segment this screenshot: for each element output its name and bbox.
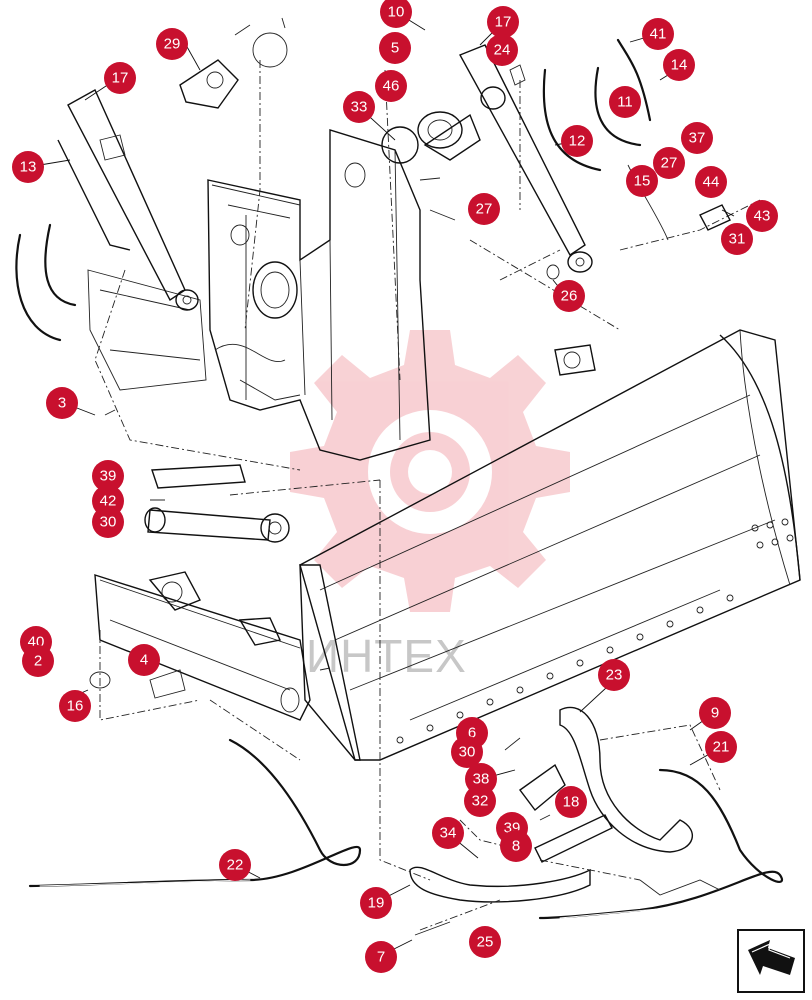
callout-7[interactable]: 7 (365, 941, 397, 973)
assembly-lines (94, 60, 761, 931)
callout-label: 38 (473, 771, 490, 788)
blade-holes (396, 518, 794, 744)
callout-label: 30 (100, 514, 117, 531)
callout-14[interactable]: 14 (663, 49, 695, 81)
callout-label: 46 (383, 78, 400, 95)
callout-41[interactable]: 41 (642, 18, 674, 50)
callout-16[interactable]: 16 (59, 690, 91, 722)
callout-37[interactable]: 37 (681, 122, 713, 154)
callout-label: 18 (563, 794, 580, 811)
next-page-arrow-icon[interactable] (737, 929, 805, 993)
callout-label: 7 (377, 949, 385, 966)
callout-label: 2 (34, 653, 42, 670)
callout-label: 17 (495, 14, 512, 31)
callout-label: 42 (100, 493, 117, 510)
callout-22[interactable]: 22 (219, 849, 251, 881)
callout-label: 27 (476, 201, 493, 218)
callout-label: 5 (391, 40, 399, 57)
callout-label: 3 (58, 395, 66, 412)
lower-parts (89, 669, 721, 936)
callout-label: 33 (351, 99, 368, 116)
callout-label: 22 (227, 857, 244, 874)
callout-23[interactable]: 23 (598, 659, 630, 691)
callout-label: 32 (472, 793, 489, 810)
callout-label: 39 (100, 468, 117, 485)
callout-15[interactable]: 15 (626, 165, 658, 197)
callout-19[interactable]: 19 (360, 887, 392, 919)
callout-10[interactable]: 10 (380, 0, 412, 28)
callout-label: 23 (606, 667, 623, 684)
callout-label: 4 (140, 652, 148, 669)
callout-11[interactable]: 11 (609, 86, 641, 118)
callout-39-top[interactable]: 39 (92, 460, 124, 492)
callout-label: 24 (494, 42, 511, 59)
watermark-text: ИНТЕХ (306, 630, 467, 682)
callout-label: 11 (617, 94, 633, 111)
callout-25[interactable]: 25 (469, 926, 501, 958)
callout-label: 37 (689, 130, 706, 147)
callout-31[interactable]: 31 (721, 223, 753, 255)
callout-label: 15 (634, 173, 651, 190)
callout-label: 44 (703, 174, 720, 191)
push-arm (94, 571, 311, 721)
callout-label: 41 (650, 26, 667, 43)
callout-4[interactable]: 4 (128, 644, 160, 676)
callout-29[interactable]: 29 (156, 28, 188, 60)
callout-30-left[interactable]: 30 (92, 506, 124, 538)
callout-3[interactable]: 3 (46, 387, 78, 419)
callout-label: 31 (729, 231, 746, 248)
callout-43[interactable]: 43 (746, 200, 778, 232)
callout-label: 19 (368, 895, 385, 912)
callout-26[interactable]: 26 (553, 280, 585, 312)
lift-cylinder-left (57, 89, 199, 311)
callout-30-lower[interactable]: 30 (451, 736, 483, 768)
callout-label: 34 (440, 825, 457, 842)
callout-13[interactable]: 13 (12, 151, 44, 183)
callout-label: 10 (388, 4, 405, 21)
callout-27-right[interactable]: 27 (653, 147, 685, 179)
callout-label: 27 (661, 155, 678, 172)
c-frame (87, 129, 431, 461)
callout-label: 25 (477, 934, 494, 951)
hydraulic-hoses (15, 38, 783, 920)
callout-label: 29 (164, 36, 181, 53)
upper-small-parts (104, 17, 731, 671)
callout-33[interactable]: 33 (343, 91, 375, 123)
callout-5[interactable]: 5 (379, 32, 411, 64)
tilt-cylinder (144, 464, 290, 543)
callout-44[interactable]: 44 (695, 166, 727, 198)
callout-label: 9 (711, 705, 719, 722)
callout-label: 8 (512, 838, 520, 855)
callout-label: 17 (112, 70, 129, 87)
dozer-blade (299, 329, 801, 761)
callout-9[interactable]: 9 (699, 697, 731, 729)
callout-8[interactable]: 8 (500, 830, 532, 862)
callout-21[interactable]: 21 (705, 731, 737, 763)
callout-32[interactable]: 32 (464, 785, 496, 817)
callout-27-left[interactable]: 27 (468, 193, 500, 225)
watermark-logo (290, 330, 570, 612)
callout-34[interactable]: 34 (432, 817, 464, 849)
callout-label: 6 (468, 725, 476, 742)
callout-label: 16 (67, 698, 84, 715)
callout-12[interactable]: 12 (561, 125, 593, 157)
callout-label: 21 (713, 739, 730, 756)
callout-label: 26 (561, 288, 578, 305)
callout-18[interactable]: 18 (555, 786, 587, 818)
lift-cylinder-right (459, 44, 593, 273)
callout-24[interactable]: 24 (486, 34, 518, 66)
callout-17-left[interactable]: 17 (104, 62, 136, 94)
callout-label: 14 (671, 57, 688, 74)
callout-17-right[interactable]: 17 (487, 6, 519, 38)
callout-label: 12 (569, 133, 586, 150)
callout-label: 43 (754, 208, 771, 225)
callout-label: 13 (20, 159, 37, 176)
callout-2[interactable]: 2 (22, 645, 54, 677)
callout-label: 30 (459, 744, 476, 761)
callout-46[interactable]: 46 (375, 70, 407, 102)
